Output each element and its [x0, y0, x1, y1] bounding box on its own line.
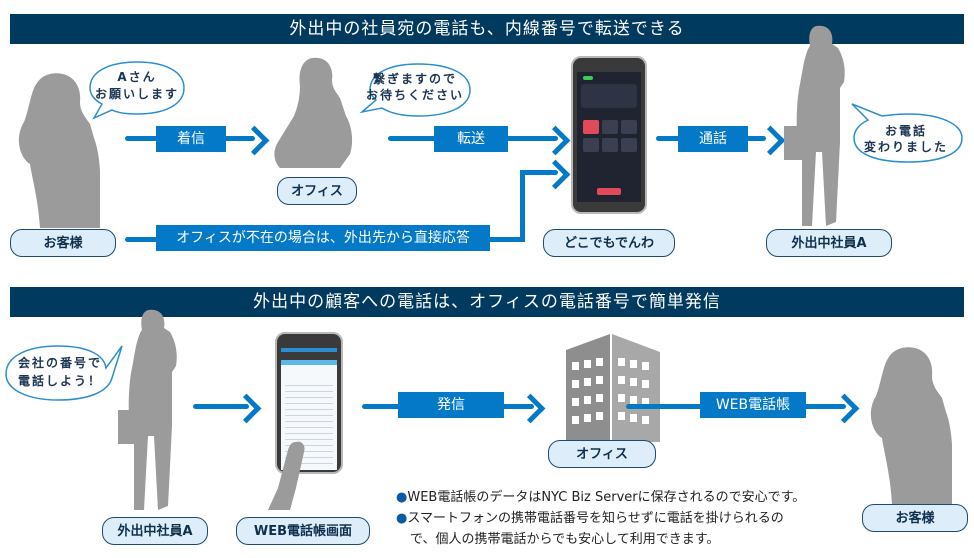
hold-button-icon — [583, 120, 599, 134]
arrow-right-icon — [755, 125, 786, 156]
label-employee-2: 外出中社員A — [102, 517, 208, 545]
customer-silhouette-icon — [870, 347, 952, 504]
label-app: どこでもでんわ — [543, 229, 675, 257]
label-employee: 外出中社員A — [766, 229, 892, 257]
speech-bubble-customer: Aさん お願いします — [86, 58, 188, 122]
speech-bubble-employee-2: 会社の番号で 電話しよう！ — [2, 338, 128, 404]
label-customer-2: お客様 — [862, 504, 968, 532]
arrow-to-phone-line — [193, 404, 249, 409]
section1-banner: 外出中の社員宛の電話も、内線番号で転送できる — [10, 14, 964, 44]
arrow-right-icon — [829, 393, 860, 424]
note-2-continued: で、個人の携帯電話からでも安心して利用できます。 — [410, 532, 720, 547]
customer-silhouette-icon — [18, 73, 100, 228]
status-indicator — [583, 76, 593, 80]
arrow-label-direct: オフィスが不在の場合は、外出先から直接応答 — [156, 225, 490, 251]
finger-tap-icon — [268, 441, 305, 510]
arrow-direct-vertical — [520, 170, 525, 242]
arrow-right-icon — [231, 393, 262, 424]
speech-bubble-office: 繋ぎますので お待ちください — [356, 60, 474, 120]
employee-silhouette-icon — [118, 309, 177, 510]
end-call-button-icon — [597, 188, 621, 195]
bullet-icon: ● — [396, 511, 408, 526]
arrow-label-phonebook: WEB電話帳 — [700, 392, 806, 418]
note-2: ●スマートフォンの携帯電話番号を知らせずに電話を掛けられるの — [396, 511, 784, 526]
arrow-label-dial: 発信 — [398, 392, 504, 418]
arrow-right-icon — [515, 393, 546, 424]
arrow-direct-top — [520, 170, 558, 175]
employee-silhouette-icon — [784, 25, 845, 227]
label-customer: お客様 — [10, 229, 116, 257]
office-building-icon — [566, 334, 660, 442]
note-1: ●WEB電話帳のデータはNYC Biz Serverに保存されるので安心です。 — [396, 490, 806, 505]
label-office: オフィス — [277, 177, 357, 205]
smartphone-app-screen — [571, 56, 647, 214]
label-office-2: オフィス — [548, 440, 656, 468]
arrow-right-icon — [540, 159, 571, 190]
arrow-label-call: 通話 — [678, 126, 748, 152]
arrow-right-icon — [239, 125, 270, 156]
bullet-icon: ● — [396, 490, 408, 505]
office-operator-silhouette-icon — [274, 57, 353, 169]
section2-banner: 外出中の顧客への電話は、オフィスの電話番号で簡単発信 — [10, 287, 964, 317]
arrow-label-incoming: 着信 — [156, 126, 226, 152]
speech-bubble-employee: お電話 変わりました — [844, 100, 968, 166]
arrow-right-icon — [540, 125, 571, 156]
label-phonebook-screen: WEB電話帳画面 — [236, 517, 370, 545]
arrow-label-transfer: 転送 — [434, 126, 508, 152]
